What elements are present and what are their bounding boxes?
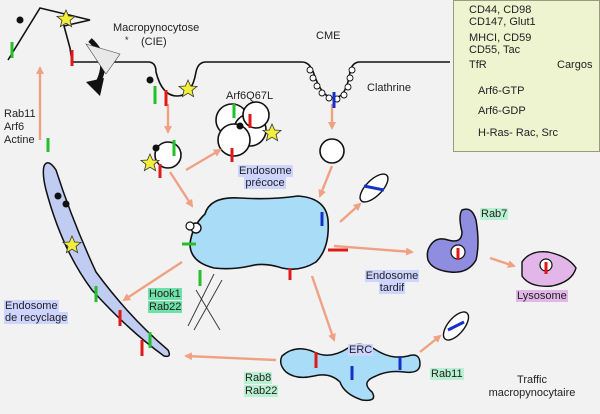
label-rab11-arf6-actine: Rab11 Arf6 Actine bbox=[4, 108, 36, 146]
recycling-endosome bbox=[42, 162, 171, 358]
trafficking-arrows bbox=[36, 66, 516, 362]
ras-star-icon bbox=[55, 8, 283, 254]
label-endosome-precoce: Endosome précoce bbox=[238, 165, 293, 189]
label-lysosome: Lysosome bbox=[516, 290, 568, 302]
label-clathrine: Clathrine bbox=[367, 82, 412, 94]
label-asterisk: * bbox=[125, 35, 129, 45]
early-endosome bbox=[189, 195, 330, 270]
legend-green-1: CD44, CD98 bbox=[469, 4, 532, 16]
legend-panel: CD44, CD98 CD147, Glut1 MHCI, CD59 CD55,… bbox=[453, 0, 600, 152]
label-hook1-rab22: Hook1 Rab22 bbox=[148, 288, 183, 313]
legend-green-2: CD147, Glut1 bbox=[469, 16, 536, 28]
legend-arf6-gtp: Arf6-GTP bbox=[478, 85, 525, 97]
label-rab11-erc: Rab11 bbox=[430, 368, 464, 380]
legend-blue: TfR bbox=[469, 59, 487, 71]
arf6-gdp-circle-icon bbox=[185, 221, 195, 231]
legend-red-2: CD55, Tac bbox=[469, 44, 521, 56]
clathrin-coat bbox=[306, 66, 356, 103]
cargo-markers bbox=[10, 42, 548, 380]
legend-red-1: MHCI, CD59 bbox=[469, 32, 532, 44]
label-rab7: Rab7 bbox=[480, 208, 509, 220]
legend-arf6-gdp: Arf6-GDP bbox=[478, 105, 526, 117]
late-endosome bbox=[426, 208, 479, 273]
actin-filament-icon bbox=[187, 273, 223, 331]
clathrin-vesicle bbox=[319, 138, 345, 164]
arf6q67l-vesicle-cluster bbox=[215, 101, 270, 157]
label-arf6q67l: Arf6Q67L bbox=[226, 90, 274, 102]
label-endosome-tardif: Endosome tardif bbox=[364, 270, 420, 294]
label-macropinocytose: Macropynocytose bbox=[113, 22, 200, 34]
label-cme: CME bbox=[316, 30, 341, 42]
label-rab8-rab22: Rab8 Rab22 bbox=[244, 372, 279, 397]
label-endosome-recyclage: Endosome de recyclage bbox=[4, 300, 69, 324]
label-erc: ERC bbox=[348, 344, 374, 356]
legend-star: H-Ras- Rac, Src bbox=[478, 127, 559, 139]
arf6-gtp-dot-icon bbox=[16, 16, 244, 208]
label-traffic-macropynocytaire: Traffic macropynocytaire bbox=[488, 374, 576, 399]
legend-cargos-title: Cargos bbox=[557, 59, 593, 71]
label-cie: (CIE) bbox=[141, 36, 167, 48]
